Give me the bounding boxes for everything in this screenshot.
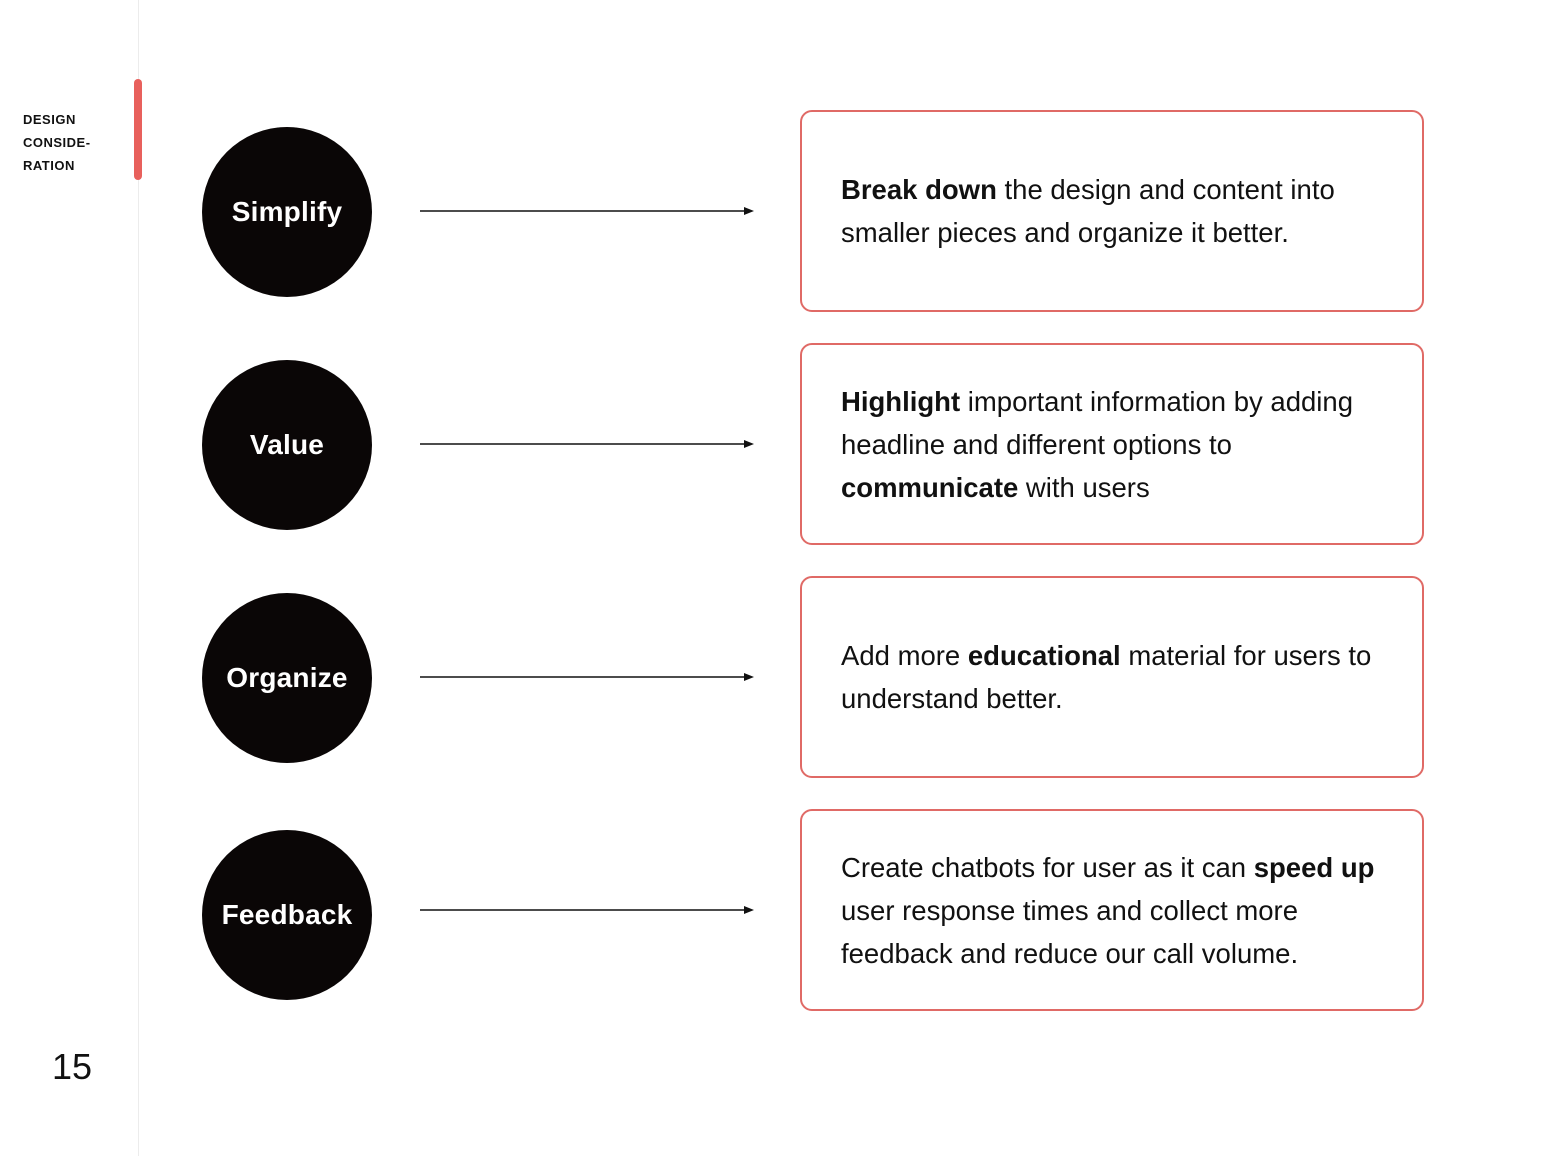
arrow-icon: [420, 207, 754, 215]
body-text: the design and content into smaller piec…: [841, 174, 1335, 248]
body-text: Create chatbots for user as it can: [841, 851, 1254, 883]
section-label-line: DESIGN: [23, 112, 76, 127]
concept-circle: Feedback: [202, 830, 372, 1000]
description-card: Highlight important information by addin…: [800, 343, 1424, 545]
description-text: Highlight important information by addin…: [841, 380, 1386, 509]
concept-row-feedback: Feedback Create chatbots for user as it …: [0, 809, 1554, 1013]
concept-row-simplify: Simplify Break down the design and conte…: [0, 110, 1554, 314]
description-card: Break down the design and content into s…: [800, 110, 1424, 312]
concept-label: Simplify: [231, 196, 343, 227]
section-label: DESIGN CONSIDE- RATION: [23, 108, 123, 177]
description-card: Add more educational material for users …: [800, 576, 1424, 778]
description-text: Break down the design and content into s…: [841, 168, 1386, 254]
section-accent-bar: [134, 79, 142, 180]
body-text: important information by adding headline…: [841, 385, 1353, 460]
concept-row-value: Value Highlight important information by…: [0, 343, 1554, 547]
concept-label: Organize: [226, 662, 348, 693]
emphasis-text: Highlight: [841, 385, 961, 417]
concept-label: Feedback: [221, 899, 353, 930]
arrow-icon: [420, 440, 754, 448]
section-label-line: CONSIDE-: [23, 135, 91, 150]
body-text: Add more: [841, 640, 968, 671]
body-text: material for users to understand better.: [841, 640, 1372, 714]
body-text: with users: [1018, 471, 1150, 503]
concept-circle: Value: [202, 360, 372, 530]
concept-circle: Organize: [202, 593, 372, 763]
arrow-icon: [420, 906, 754, 914]
section-label-line: RATION: [23, 158, 75, 173]
arrow-icon: [420, 673, 754, 681]
description-text: Add more educational material for users …: [841, 634, 1386, 720]
page-number: 15: [52, 1046, 93, 1087]
emphasis-text: educational: [967, 640, 1121, 671]
concept-circle: Simplify: [202, 127, 372, 297]
emphasis-text: communicate: [841, 471, 1019, 503]
emphasis-text: Break down: [841, 174, 997, 205]
description-text: Create chatbots for user as it can speed…: [841, 846, 1386, 975]
body-text: user response times and collect more fee…: [841, 894, 1299, 969]
concept-label: Value: [249, 429, 325, 460]
description-card: Create chatbots for user as it can speed…: [800, 809, 1424, 1011]
emphasis-text: speed up: [1253, 851, 1375, 883]
sidebar-divider: [138, 0, 139, 1156]
concept-row-organize: Organize Add more educational material f…: [0, 576, 1554, 780]
